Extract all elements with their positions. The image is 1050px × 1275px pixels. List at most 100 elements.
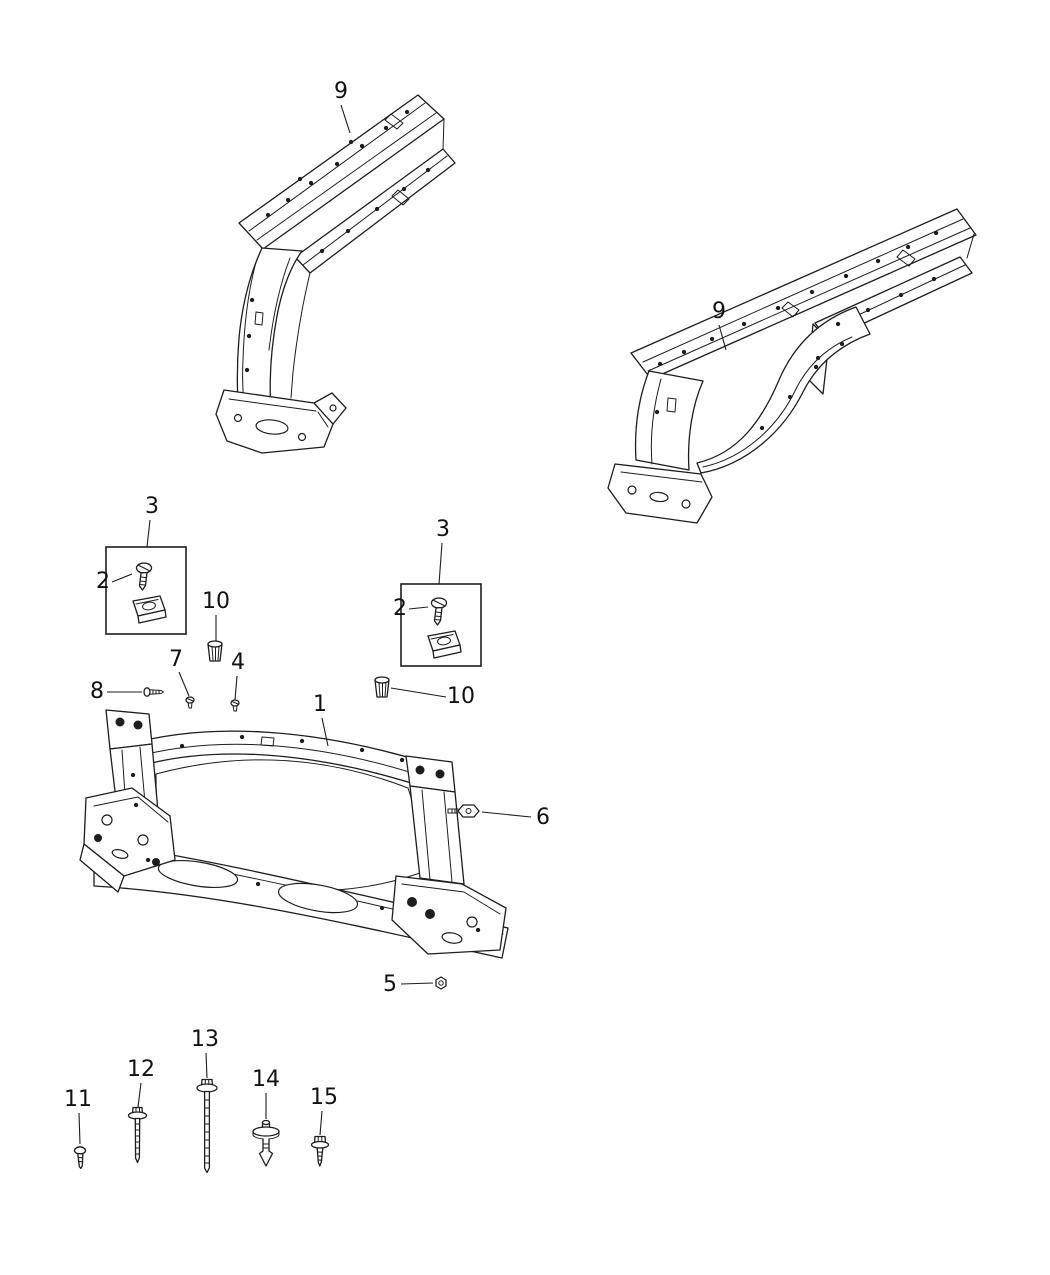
screw-tip (186, 698, 194, 709)
callout-label: 2 (393, 596, 407, 621)
rail-detail-lines (248, 102, 437, 241)
callout-2-left: 2 (96, 569, 133, 594)
callout-label: 7 (169, 647, 183, 672)
callout-leader (111, 573, 133, 583)
arch-inner-line (702, 336, 853, 468)
bolt-part-12 (127, 1106, 148, 1164)
bolt-threads (204, 1099, 210, 1164)
callout-4: 4 (231, 650, 245, 701)
screw-slot (137, 564, 151, 572)
callout-6: 6 (481, 805, 550, 830)
callout-7: 7 (169, 647, 190, 697)
bracket-hole (137, 834, 149, 846)
hex-head (457, 804, 480, 818)
pin-washer (252, 1126, 280, 1137)
callout-label: 5 (383, 972, 397, 997)
callout-9-left: 9 (334, 79, 351, 134)
callout-leader (340, 104, 351, 134)
callout-leader (390, 687, 447, 698)
bolt-head (133, 720, 143, 730)
bolt-head (115, 717, 125, 727)
screw-shank (316, 1147, 324, 1167)
cap-part-10-right (374, 676, 390, 698)
clip-lower-leaf (137, 609, 167, 624)
screw-dome (74, 1146, 86, 1150)
clip-hole (437, 636, 451, 646)
callout-12: 12 (127, 1057, 155, 1108)
callout-leader (321, 717, 329, 747)
right-tower (409, 785, 465, 885)
bracket-slot (441, 932, 463, 944)
callout-10-left: 10 (202, 589, 230, 641)
cap-part-10-left (207, 640, 223, 662)
callout-leader (178, 671, 190, 697)
hex-nut (435, 976, 447, 990)
bolt-shank (134, 1117, 141, 1164)
kit-box-outline (105, 546, 187, 635)
callout-9-right: 9 (712, 299, 727, 351)
flange-hole (329, 404, 337, 412)
screw-part-15 (310, 1135, 330, 1167)
hex-center (465, 808, 472, 814)
foot-hole (233, 413, 243, 423)
washer (310, 1140, 330, 1149)
left-top-bracket (105, 709, 153, 750)
bolt-head (152, 858, 160, 866)
foot-hole (627, 485, 637, 495)
screw-threads (317, 1151, 323, 1161)
screw-part-11 (73, 1146, 87, 1170)
screw-tip (231, 701, 239, 712)
clip-hole (142, 601, 156, 611)
screw-part-2-left (135, 562, 153, 591)
rivet-dots (654, 230, 939, 431)
bracket-hole (466, 916, 478, 928)
screw-part-7 (185, 696, 195, 709)
callout-label: 14 (252, 1067, 280, 1092)
bolt-head (407, 897, 417, 907)
screw-shank (149, 689, 164, 695)
callout-label: 12 (127, 1057, 155, 1082)
callout-10-right: 10 (390, 684, 475, 709)
washer (196, 1083, 218, 1093)
right-lower-bracket (391, 875, 507, 955)
leg-outline (634, 370, 704, 471)
screw-part-8 (143, 687, 164, 697)
arch-outline (696, 306, 871, 474)
callout-label: 9 (712, 299, 726, 324)
bracket-slot (111, 849, 129, 859)
callout-leader (205, 1052, 208, 1079)
callout-13: 13 (191, 1027, 219, 1079)
bolt-head (435, 769, 445, 779)
rivet-dots (244, 109, 431, 373)
cap-ribs (211, 646, 220, 662)
callout-leader (78, 1112, 81, 1145)
upper-crossbar-cutout (260, 736, 275, 747)
foot-detail-lines (228, 398, 329, 428)
callout-2-right: 2 (393, 596, 429, 621)
screw-threads (77, 1157, 84, 1163)
screw-threads (139, 576, 147, 586)
callout-leader (234, 675, 238, 701)
right-lower-lines (401, 883, 501, 915)
callout-leader (718, 324, 727, 351)
callout-5: 5 (383, 972, 434, 997)
foot-slot (649, 491, 669, 503)
bolt-part-13 (196, 1078, 218, 1174)
callout-11: 11 (64, 1087, 92, 1145)
bracket-hole (101, 814, 113, 826)
hardware-box-left (105, 546, 187, 635)
foot-hole (297, 432, 307, 442)
callouts: 9 9 3 2 10 3 2 10 (64, 79, 727, 1145)
bolt-head (94, 834, 102, 842)
clip-edge-line (430, 634, 454, 640)
foot-slot (255, 419, 289, 435)
callout-label: 2 (96, 569, 110, 594)
crossmember-slot (277, 882, 359, 914)
u-nut-clip-right (427, 630, 462, 659)
cap-top (374, 676, 390, 684)
pin-cap (261, 1119, 271, 1126)
bolt-threads (135, 1123, 141, 1155)
callout-label: 10 (202, 589, 230, 614)
frame-rail-right-view (607, 208, 977, 524)
